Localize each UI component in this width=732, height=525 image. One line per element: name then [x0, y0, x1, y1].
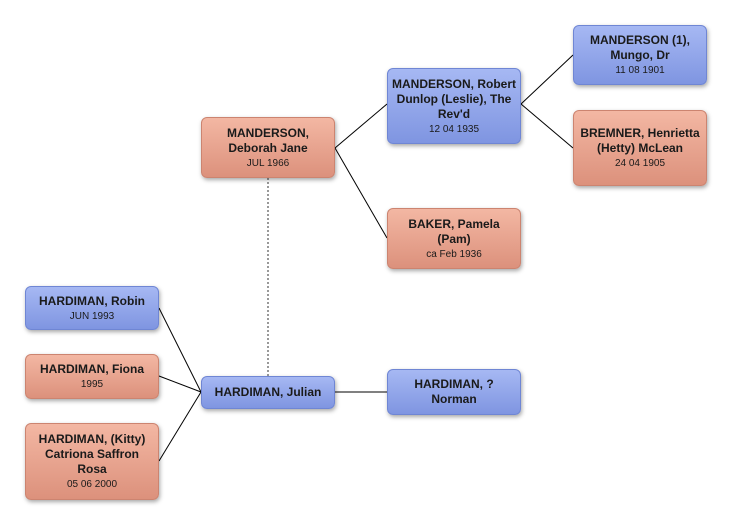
person-date: 24 04 1905	[614, 158, 666, 169]
connector-deborah-robert	[334, 103, 388, 149]
person-date: JUN 1993	[69, 310, 115, 322]
person-name: MANDERSON, Robert Dunlop (Leslie), The R…	[392, 76, 517, 121]
person-name: HARDIMAN, (Kitty) Catriona Saffron Rosa	[38, 432, 146, 476]
person-name: MANDERSON (1), Mungo, Dr	[589, 33, 690, 62]
person-name: BAKER, Pamela (Pam)	[408, 216, 500, 246]
person-pamela-baker[interactable]: BAKER, Pamela (Pam) ca Feb 1936	[387, 208, 521, 269]
person-date: JUL 1966	[246, 157, 290, 169]
person-date: ca Feb 1936	[426, 248, 482, 260]
person-name: MANDERSON, Deborah Jane	[226, 125, 309, 155]
person-norman-hardiman[interactable]: HARDIMAN, ? Norman	[387, 369, 521, 415]
connector-robert-henrietta	[520, 103, 574, 149]
connector-robert-mungo	[520, 54, 574, 105]
connector-julian-catriona	[158, 391, 202, 462]
person-date: 11 08 1901	[615, 65, 665, 76]
person-name: HARDIMAN, Robin	[39, 293, 145, 308]
connector-julian-robin	[158, 307, 202, 393]
person-name: HARDIMAN, Fiona	[40, 362, 144, 376]
person-robert-manderson[interactable]: MANDERSON, Robert Dunlop (Leslie), The R…	[387, 68, 521, 144]
connector-deborah-pamela	[334, 147, 388, 239]
person-fiona-hardiman[interactable]: HARDIMAN, Fiona 1995	[25, 354, 159, 399]
person-name: BREMNER, Henrietta (Hetty) McLean	[580, 126, 700, 155]
person-date: 12 04 1935	[428, 123, 480, 135]
person-date: 1995	[80, 379, 104, 390]
person-mungo-manderson[interactable]: MANDERSON (1), Mungo, Dr 11 08 1901	[573, 25, 707, 85]
person-name: HARDIMAN, ? Norman	[414, 377, 494, 406]
person-julian-hardiman[interactable]: HARDIMAN, Julian	[201, 376, 335, 409]
person-robin-hardiman[interactable]: HARDIMAN, Robin JUN 1993	[25, 286, 159, 330]
connector-julian-fiona	[158, 375, 202, 393]
person-name: HARDIMAN, Julian	[214, 385, 322, 399]
person-henrietta-bremner[interactable]: BREMNER, Henrietta (Hetty) McLean 24 04 …	[573, 110, 707, 186]
person-catriona-hardiman[interactable]: HARDIMAN, (Kitty) Catriona Saffron Rosa …	[25, 423, 159, 500]
person-deborah-manderson[interactable]: MANDERSON, Deborah Jane JUL 1966	[201, 117, 335, 178]
person-date: 05 06 2000	[66, 479, 118, 490]
